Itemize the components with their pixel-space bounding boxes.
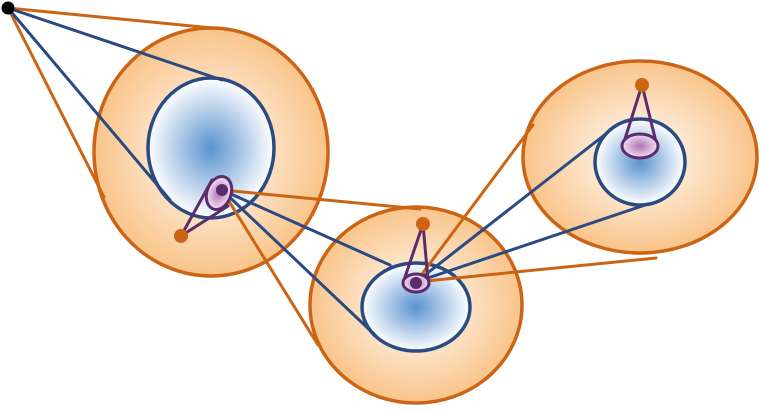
orange-line-apex-top [6,6,214,30]
orange-point-left [174,229,188,243]
core-group [146,76,687,353]
core-right [593,117,687,207]
purple-line-right-b [640,83,658,144]
small-core-right [620,132,660,160]
blue-line-leftnode-to-middle-bottom [220,188,377,337]
purple-line-right-a [622,83,644,144]
points [1,1,649,289]
core-middle [360,261,472,353]
purple-line-middle-b [421,222,430,282]
purple-line-middle-a [402,222,425,282]
blue-line-leftnode-to-middle-top [220,188,392,267]
orange-line-apex-bottom [6,6,106,199]
orange-tangent-lines [6,6,658,347]
blue-line-midnode-to-right-top [414,131,609,284]
blue-line-apex-top [6,6,224,82]
orange-line-leftnode-to-middle-bottom [220,188,320,347]
orange-line-leftnode-to-middle-top [220,188,422,211]
blue-line-apex-bottom [6,6,172,202]
orange-line-midnode-to-right-top [414,123,535,284]
orange-point-right [635,78,649,92]
purple-point-left [216,184,228,196]
purple-point-middle [410,277,422,289]
apex-point [1,1,15,15]
blue-tangent-lines [6,6,650,337]
orange-point-middle [416,217,430,231]
orange-line-midnode-to-right-bottom [414,256,658,284]
blue-line-midnode-to-right-bottom [414,202,650,284]
purple-line-left-b [179,204,230,238]
